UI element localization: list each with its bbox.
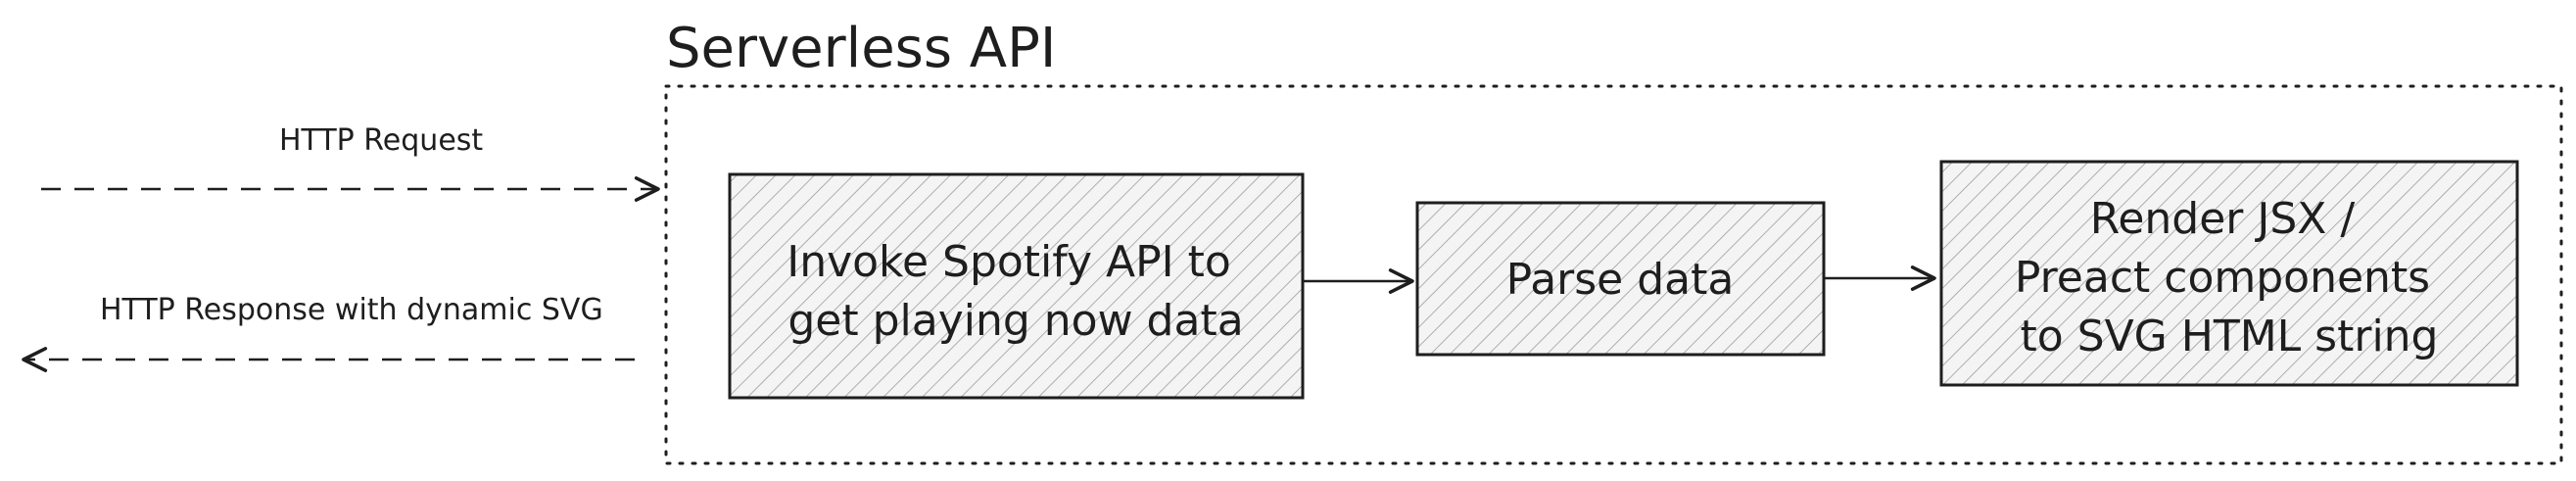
box-parse-data-line-1: Parse data [1506, 255, 1735, 305]
box-render-jsx-line-1: Render JSX / [2090, 194, 2356, 244]
box-render-jsx-line-2: Preact components [2015, 253, 2430, 303]
box-invoke-spotify-text: Invoke Spotify API to get playing now da… [787, 237, 1245, 346]
serverless-container [664, 84, 2563, 465]
box-render-jsx: Render JSX / Preact components to SVG HT… [1939, 160, 2519, 387]
box-invoke-spotify: Invoke Spotify API to get playing now da… [728, 172, 1305, 400]
box-invoke-spotify-shape [728, 172, 1305, 400]
box-invoke-spotify-line-1: Invoke Spotify API to [787, 237, 1231, 287]
http-response-label: HTTP Response with dynamic SVG [100, 293, 603, 327]
box-parse-data: Parse data [1415, 201, 1826, 357]
box-render-jsx-line-3: to SVG HTML string [2020, 312, 2438, 361]
box-render-jsx-text: Render JSX / Preact components to SVG HT… [2015, 194, 2444, 361]
box-invoke-spotify-line-2: get playing now data [787, 296, 1243, 346]
box-render-jsx-shape [1939, 160, 2519, 387]
box-parse-data-text: Parse data [1506, 255, 1735, 305]
http-request-label: HTTP Request [279, 123, 483, 158]
container-title: Serverless API [666, 17, 1056, 80]
